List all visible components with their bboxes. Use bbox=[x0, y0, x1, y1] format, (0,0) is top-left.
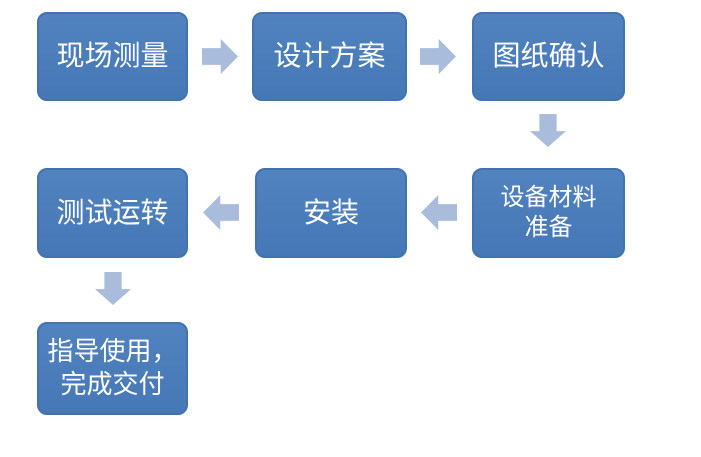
arrow-down-icon bbox=[530, 114, 566, 147]
arrow-left-icon bbox=[203, 195, 239, 230]
arrow-down-icon bbox=[95, 272, 131, 305]
arrow-right-icon bbox=[420, 39, 456, 74]
flow-node-test-operation: 测试运转 bbox=[37, 168, 188, 258]
flow-node-site-measurement: 现场测量 bbox=[37, 12, 188, 101]
arrow-right-icon bbox=[202, 39, 238, 74]
flow-node-drawing-confirmation: 图纸确认 bbox=[472, 12, 625, 101]
arrow-left-icon bbox=[421, 195, 457, 230]
flow-node-installation: 安装 bbox=[255, 168, 407, 258]
flow-node-equipment-material-preparation: 设备材料 准备 bbox=[472, 168, 625, 258]
flow-node-design-plan: 设计方案 bbox=[252, 12, 407, 101]
flow-node-guide-usage-delivery: 指导使用， 完成交付 bbox=[37, 322, 188, 415]
